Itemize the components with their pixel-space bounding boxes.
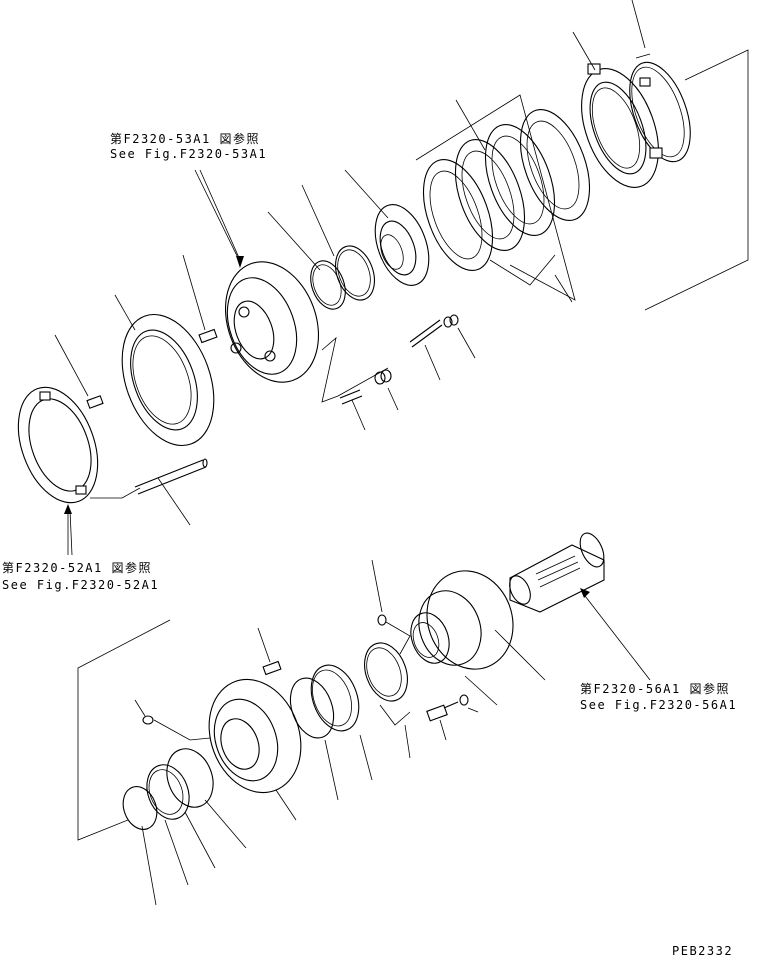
ring-gear: [121, 313, 215, 447]
output-housing: [410, 570, 514, 670]
snap-ring-top: [629, 53, 691, 163]
seal-rings-lower: [289, 642, 408, 739]
snap-rings-middle: [310, 245, 375, 310]
assembly-lines-upper: [90, 49, 749, 499]
end-plate-top: [581, 63, 663, 188]
small-pins: [339, 314, 459, 405]
end-plate-left: [17, 386, 99, 504]
carrier-housing: [224, 261, 320, 383]
gear-hub: [374, 204, 430, 286]
upper-assembly: [17, 0, 749, 556]
drawing-code: PEB2332: [672, 944, 734, 958]
long-pin: [134, 458, 208, 495]
ref-label-3-jp: 第F2320-56A1 図参照: [580, 682, 730, 696]
bolt-washer: [377, 614, 469, 722]
dowel-pins: [86, 328, 218, 409]
assembly-lines-lower: [77, 619, 411, 841]
ref-label-1-jp: 第F2320-53A1 図参照: [110, 132, 260, 146]
carrier-lower: [208, 660, 302, 794]
ref-label-2-en: See Fig.F2320-52A1: [2, 578, 160, 592]
clutch-discs: [422, 108, 591, 272]
reference-arrows: [64, 169, 651, 681]
leader-lines-lower: [134, 559, 546, 906]
snap-rings-lower: [122, 715, 214, 830]
ref-label-1-en: See Fig.F2320-53A1: [110, 147, 268, 161]
leader-lines-upper: [54, 0, 646, 556]
lower-assembly: [64, 169, 651, 906]
ref-label-3-en: See Fig.F2320-56A1: [580, 698, 738, 712]
ref-label-2-jp: 第F2320-52A1 図参照: [2, 561, 152, 575]
splined-shaft: [509, 532, 605, 613]
